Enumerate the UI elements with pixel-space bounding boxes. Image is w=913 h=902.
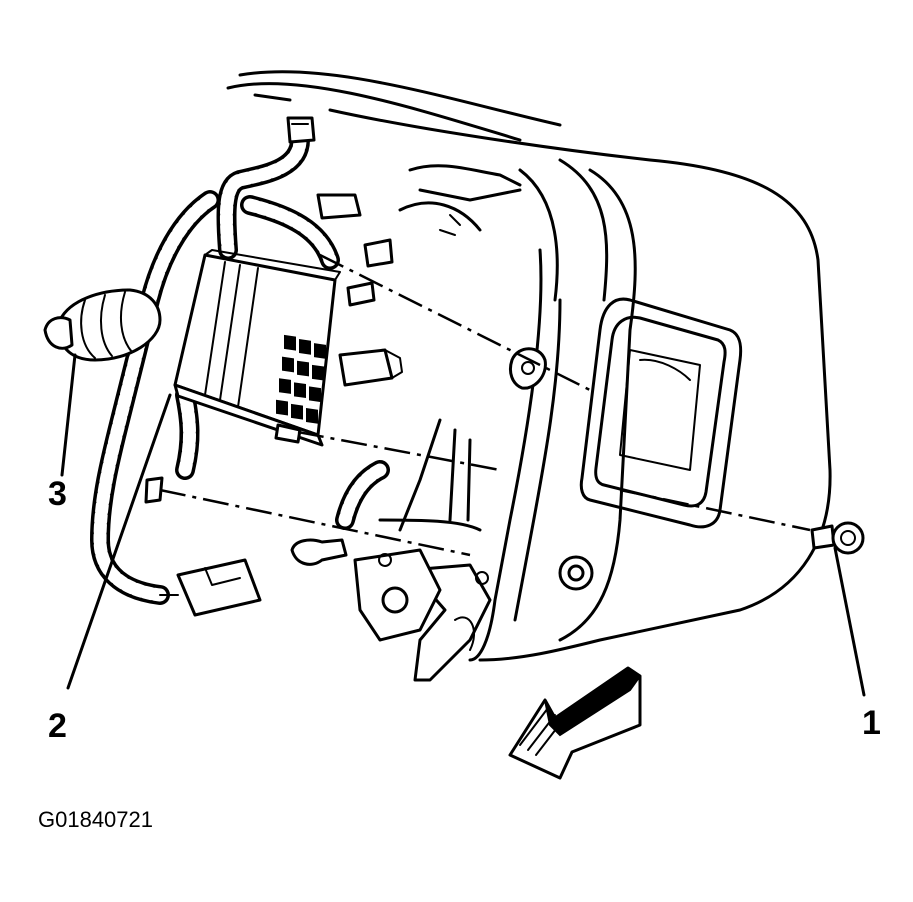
panel-body: [226, 70, 832, 682]
callout-1: 1: [862, 704, 881, 742]
direction-arrow: [508, 666, 642, 780]
leader-2: [66, 393, 172, 690]
wiring-harness: [90, 130, 390, 605]
connectors: [144, 116, 865, 617]
figure-id: G01840721: [38, 807, 153, 832]
leader-1: [833, 546, 866, 697]
alignment-lines: [159, 253, 811, 557]
screw-fastener: [810, 521, 865, 555]
module-connector: [276, 334, 326, 424]
panel-opening: [579, 297, 743, 529]
callout-2: 2: [48, 707, 67, 745]
leader-3: [60, 353, 77, 477]
control-module: [173, 249, 341, 447]
leader-lines: [60, 353, 866, 697]
grommet-boot: [43, 288, 162, 362]
callout-3: 3: [48, 475, 67, 513]
